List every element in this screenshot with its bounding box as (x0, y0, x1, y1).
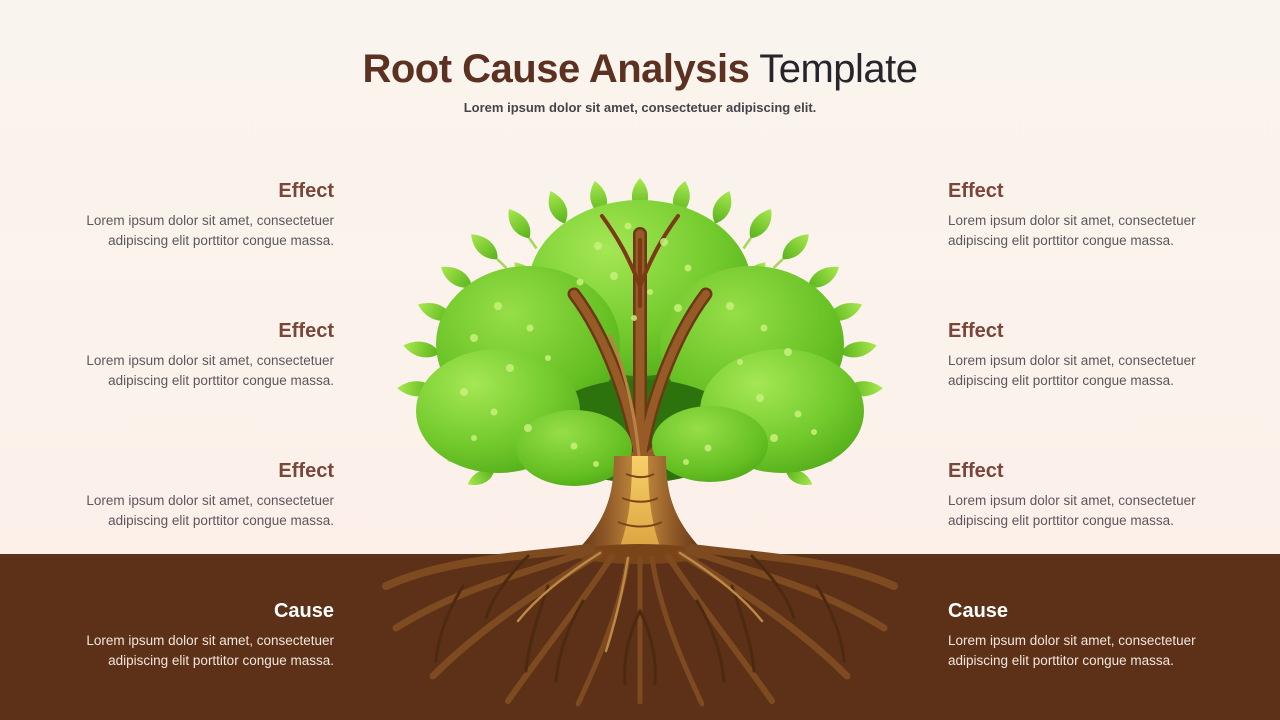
effect-body: Lorem ipsum dolor sit amet, consectetuer… (948, 353, 1196, 388)
effect-label: Effect (948, 460, 1004, 482)
subtitle: Lorem ipsum dolor sit amet, consectetuer… (463, 100, 817, 115)
effect-label: Effect (948, 180, 1004, 202)
effect-body: Lorem ipsum dolor sit amet, consectetuer… (86, 493, 334, 528)
cause-block-right: Cause Lorem ipsum dolor sit amet, consec… (948, 600, 1210, 671)
effect-block-left-2: Effect Lorem ipsum dolor sit amet, conse… (72, 320, 334, 391)
effect-block-right-2: Effect Lorem ipsum dolor sit amet, conse… (948, 320, 1210, 391)
cause-body: Lorem ipsum dolor sit amet, consectetuer… (86, 633, 334, 668)
page-title: Root Cause Analysis Template (0, 46, 1280, 92)
effect-body: Lorem ipsum dolor sit amet, consectetuer… (948, 213, 1196, 248)
cause-label: Cause (273, 600, 334, 622)
effect-label: Effect (948, 320, 1004, 342)
effect-block-right-1: Effect Lorem ipsum dolor sit amet, conse… (948, 180, 1210, 251)
tree-roots (382, 544, 898, 707)
title-accent: Root Cause Analysis (362, 47, 750, 91)
effect-block-right-3: Effect Lorem ipsum dolor sit amet, conse… (948, 460, 1210, 531)
effect-block-left-1: Effect Lorem ipsum dolor sit amet, conse… (72, 180, 334, 251)
cause-block-left: Cause Lorem ipsum dolor sit amet, consec… (72, 600, 334, 671)
tree-illustration (382, 176, 898, 707)
effect-body: Lorem ipsum dolor sit amet, consectetuer… (86, 213, 334, 248)
effect-label: Effect (278, 180, 334, 202)
effect-label: Effect (278, 320, 334, 342)
effect-body: Lorem ipsum dolor sit amet, consectetuer… (948, 493, 1196, 528)
effect-block-left-3: Effect Lorem ipsum dolor sit amet, conse… (72, 460, 334, 531)
header: Root Cause Analysis Template Lorem ipsum… (0, 46, 1280, 115)
effect-body: Lorem ipsum dolor sit amet, consectetuer… (86, 353, 334, 388)
tree-trunk (574, 456, 706, 554)
tree-canopy (416, 200, 864, 486)
cause-body: Lorem ipsum dolor sit amet, consectetuer… (948, 633, 1196, 668)
title-rest: Template (749, 47, 918, 91)
effect-label: Effect (278, 460, 334, 482)
canopy-speckles (460, 222, 817, 467)
cause-label: Cause (948, 600, 1009, 622)
